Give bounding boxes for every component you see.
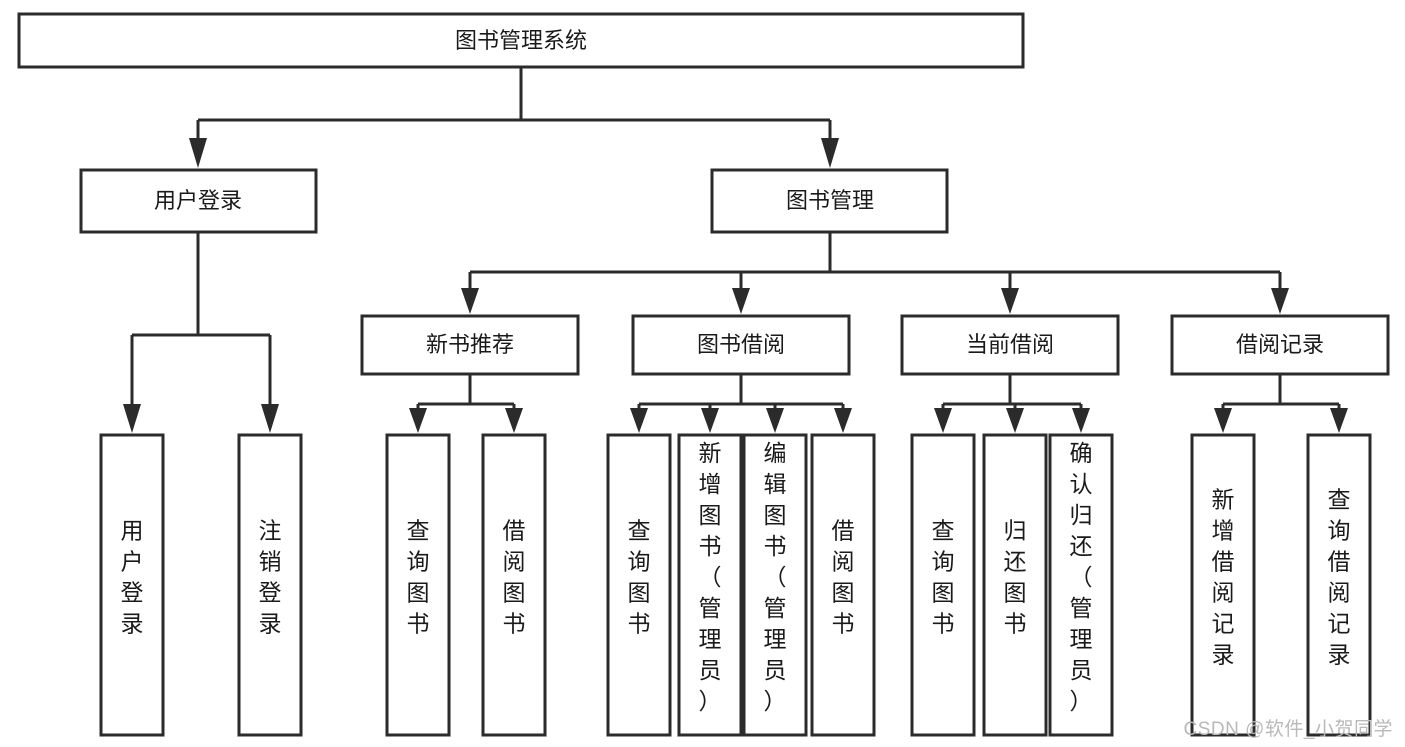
node-leaf-query-book-recommend-label: 查询图书 [407, 518, 430, 637]
node-current-borrow-label: 当前借阅 [966, 332, 1054, 357]
node-leaf-borrow-book-recommend[interactable]: 借阅图书 [481, 433, 547, 737]
node-leaf-add-book-admin[interactable]: 新增图书（管理员） [677, 433, 743, 737]
node-leaf-borrow-book-recommend-label: 借阅图书 [503, 518, 526, 637]
node-book-borrow[interactable]: 图书借阅 [631, 314, 851, 376]
arrow-head-book-borrow [732, 288, 750, 314]
node-leaf-query-book-current-label: 查询图书 [932, 518, 955, 637]
node-leaf-confirm-return-admin-box[interactable] [1048, 433, 1114, 737]
node-leaf-confirm-return-admin[interactable]: 确认归还（管理员） [1048, 433, 1114, 737]
node-leaf-query-borrow-record-label: 查询借阅记录 [1328, 487, 1351, 668]
node-leaf-borrow-book-box[interactable] [810, 433, 876, 737]
node-leaf-user-login[interactable]: 用户登录 [99, 433, 165, 737]
arrow-head-leaf-edit-book-admin [766, 408, 784, 433]
node-book-management-box[interactable] [710, 168, 949, 234]
node-leaf-return-book-box[interactable] [982, 433, 1048, 737]
node-new-book-recommend[interactable]: 新书推荐 [360, 314, 580, 376]
node-leaf-query-book-borrow-box[interactable] [606, 433, 672, 737]
node-user-login-box[interactable] [79, 168, 318, 234]
node-new-book-recommend-box[interactable] [360, 314, 580, 376]
arrow-head-leaf-add-book-admin [701, 408, 719, 433]
node-leaf-query-borrow-record-box[interactable] [1306, 433, 1372, 737]
node-root[interactable]: 图书管理系统 [17, 12, 1025, 69]
node-leaf-user-login-box[interactable] [99, 433, 165, 737]
node-leaf-logout-label: 注销登录 [259, 518, 282, 637]
node-borrow-record-label: 借阅记录 [1236, 332, 1324, 357]
csdn-watermark: CSDN @软件_小贺同学 [1183, 719, 1393, 740]
arrow-head-book-management [821, 138, 839, 168]
node-user-login-label: 用户登录 [154, 188, 242, 213]
node-leaf-query-book-current-box[interactable] [910, 433, 976, 737]
node-leaf-return-book-label: 归还图书 [1004, 518, 1027, 637]
node-leaf-user-login-label: 用户登录 [121, 518, 144, 637]
node-book-borrow-label: 图书借阅 [697, 332, 785, 357]
node-leaf-add-book-admin-box[interactable] [677, 433, 743, 737]
arrow-head-current-borrow [1001, 288, 1019, 314]
node-leaf-add-book-admin-label: 新增图书（管理员） [699, 440, 722, 714]
arrow-head-leaf-query-book-recommend [409, 408, 427, 433]
arrow-head-leaf-add-borrow-record [1214, 408, 1232, 433]
connector-layer [123, 67, 1348, 433]
arrow-head-user-login [189, 138, 207, 168]
node-leaf-query-book-recommend-box[interactable] [385, 433, 451, 737]
node-leaf-add-borrow-record[interactable]: 新增借阅记录 [1190, 433, 1256, 737]
node-root-box[interactable] [17, 12, 1025, 69]
arrow-head-borrow-record [1271, 288, 1289, 314]
node-leaf-query-book-recommend[interactable]: 查询图书 [385, 433, 451, 737]
node-new-book-recommend-label: 新书推荐 [426, 332, 514, 357]
node-leaf-return-book[interactable]: 归还图书 [982, 433, 1048, 737]
node-book-borrow-box[interactable] [631, 314, 851, 376]
node-borrow-record[interactable]: 借阅记录 [1170, 314, 1390, 376]
node-book-management-label: 图书管理 [786, 188, 874, 213]
arrow-head-leaf-logout [261, 404, 279, 433]
node-leaf-confirm-return-admin-label: 确认归还（管理员） [1070, 440, 1093, 714]
node-current-borrow-box[interactable] [900, 314, 1120, 376]
node-leaf-logout[interactable]: 注销登录 [237, 433, 303, 737]
arrow-head-leaf-return-book [1006, 408, 1024, 433]
node-current-borrow[interactable]: 当前借阅 [900, 314, 1120, 376]
node-leaf-edit-book-admin[interactable]: 编辑图书（管理员） [742, 433, 808, 737]
arrow-head-leaf-borrow-book-recommend [505, 408, 523, 433]
arrow-head-leaf-query-book-borrow [630, 408, 648, 433]
arrow-head-leaf-query-borrow-record [1330, 408, 1348, 433]
node-leaf-borrow-book[interactable]: 借阅图书 [810, 433, 876, 737]
node-user-login[interactable]: 用户登录 [79, 168, 318, 234]
node-leaf-query-book-borrow-label: 查询图书 [628, 518, 651, 637]
arrow-head-leaf-user-login [123, 404, 141, 433]
node-leaf-borrow-book-label: 借阅图书 [832, 518, 855, 637]
node-leaf-query-book-current[interactable]: 查询图书 [910, 433, 976, 737]
node-leaf-add-borrow-record-label: 新增借阅记录 [1212, 487, 1235, 668]
node-leaf-borrow-book-recommend-box[interactable] [481, 433, 547, 737]
arrow-head-new-book-recommend [461, 288, 479, 314]
node-leaf-edit-book-admin-box[interactable] [742, 433, 808, 737]
node-leaf-add-borrow-record-box[interactable] [1190, 433, 1256, 737]
node-leaf-logout-box[interactable] [237, 433, 303, 737]
node-leaf-query-book-borrow[interactable]: 查询图书 [606, 433, 672, 737]
arrow-head-leaf-query-book-current [934, 408, 952, 433]
arrow-head-leaf-confirm-return-admin [1072, 408, 1090, 433]
node-leaf-query-borrow-record[interactable]: 查询借阅记录 [1306, 433, 1372, 737]
node-book-management[interactable]: 图书管理 [710, 168, 949, 234]
node-root-label: 图书管理系统 [455, 28, 587, 53]
node-leaf-edit-book-admin-label: 编辑图书（管理员） [764, 440, 787, 714]
node-borrow-record-box[interactable] [1170, 314, 1390, 376]
arrow-head-leaf-borrow-book [834, 408, 852, 433]
